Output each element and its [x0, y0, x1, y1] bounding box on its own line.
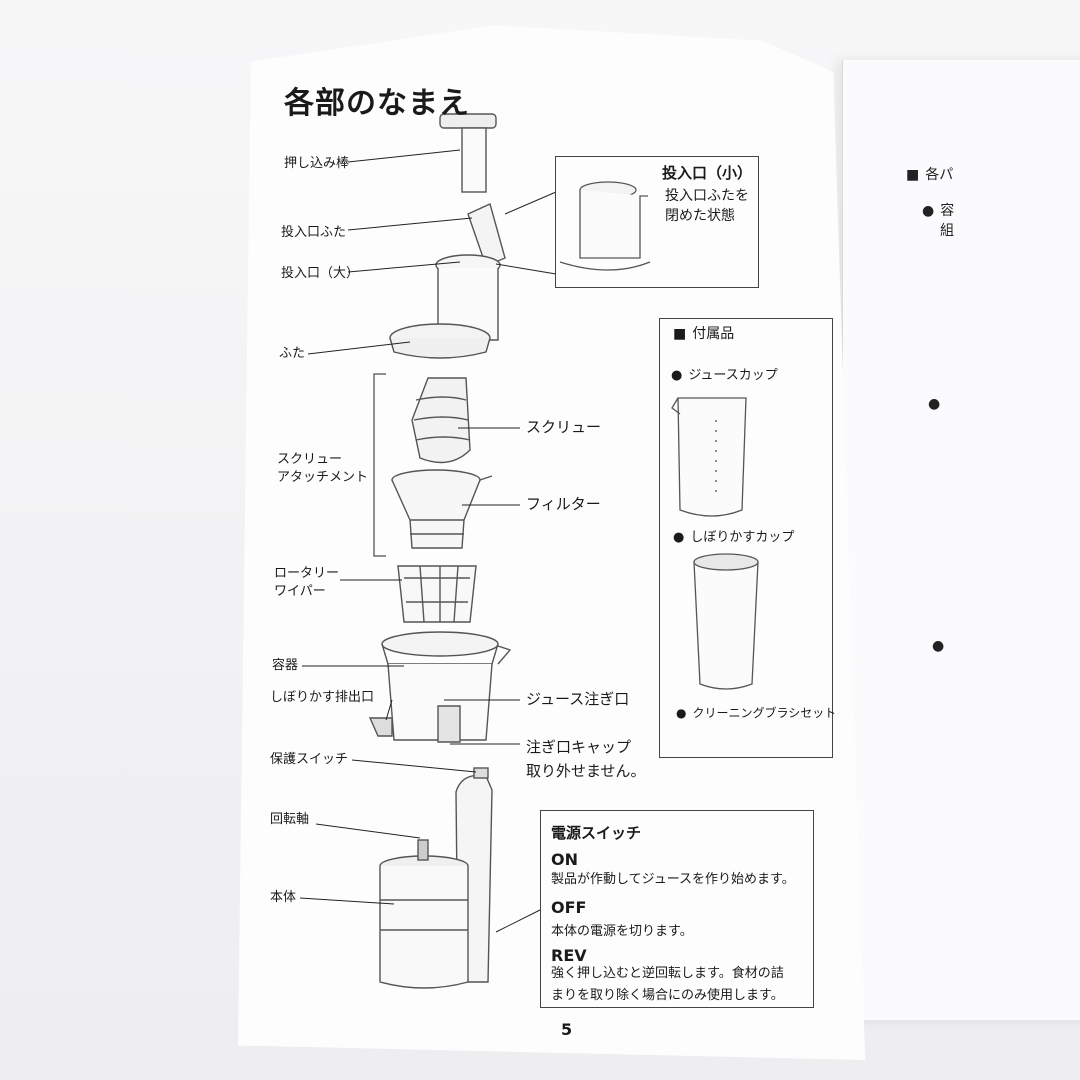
juice-cup-icon — [677, 397, 747, 517]
page-title: 各部のなまえ — [284, 86, 470, 121]
label-screw-attachment-1: スクリュー — [277, 452, 343, 467]
accessory-pulp-cup: しぼりかすカップ — [673, 530, 794, 546]
right-page-heading: 各パ — [906, 164, 953, 184]
small-chute-desc-2: 閉めた状態 — [665, 208, 735, 224]
pulp-outlet-icon — [368, 717, 393, 737]
main-body-icon — [379, 866, 469, 989]
power-rev-desc-2: まりを取り除く場合にのみ使用します。 — [551, 988, 784, 1003]
juice-spout-icon — [437, 705, 461, 743]
label-container: 容器 — [272, 658, 299, 673]
label-large-chute: 投入口（大） — [281, 266, 360, 281]
label-filter: フィルター — [526, 495, 601, 513]
accessories-heading: 付属品 — [673, 326, 734, 343]
label-lid: ふた — [279, 346, 306, 361]
power-off-label: OFF — [551, 898, 587, 917]
small-chute-title: 投入口（小） — [662, 164, 753, 182]
right-page-line: 容 — [922, 200, 954, 220]
label-screw-attachment-2: アタッチメント — [277, 470, 369, 485]
label-rotary-wiper-1: ロータリー — [274, 566, 340, 581]
small-chute-illustration — [559, 181, 651, 271]
label-pulp-outlet: しぼりかす排出口 — [270, 690, 375, 705]
rotary-wiper-icon — [397, 565, 477, 623]
label-rotating-shaft: 回転軸 — [270, 812, 310, 827]
label-pusher: 押し込み棒 — [284, 156, 350, 171]
label-spout-cap-note: 取り外せません。 — [526, 762, 646, 780]
safety-switch-icon — [473, 767, 489, 779]
accessory-cleaning-brush: クリーニングブラシセット — [676, 706, 836, 720]
label-juice-spout: ジュース注ぎ口 — [526, 690, 630, 708]
right-page-line: 組 — [940, 223, 954, 239]
label-safety-switch: 保護スイッチ — [270, 752, 349, 767]
container-icon — [381, 631, 499, 657]
power-switch-heading: 電源スイッチ — [551, 824, 642, 842]
label-spout-cap: 注ぎ口キャップ — [526, 738, 632, 756]
page-number: 5 — [561, 1020, 573, 1039]
label-rotary-wiper-2: ワイパー — [274, 584, 326, 599]
label-screw: スクリュー — [526, 418, 602, 436]
rotating-shaft-icon — [417, 839, 429, 861]
accessories-box — [659, 318, 833, 758]
accessory-juice-cup: ジュースカップ — [671, 368, 777, 384]
power-switch-box — [540, 810, 814, 1008]
power-rev-desc-1: 強く押し込むと逆回転します。食材の詰 — [551, 966, 784, 981]
power-on-label: ON — [551, 850, 578, 869]
chute-lid-icon — [467, 203, 506, 267]
small-chute-box — [555, 156, 759, 288]
right-page-bullet: ● — [928, 396, 941, 412]
right-page — [842, 60, 1080, 1020]
power-rev-label: REV — [551, 946, 587, 965]
power-off-desc: 本体の電源を切ります。 — [551, 924, 693, 939]
pulp-cup-icon — [693, 561, 759, 690]
power-on-desc: 製品が作動してジュースを作り始めます。 — [551, 872, 795, 887]
label-chute-lid: 投入口ふた — [281, 225, 347, 240]
screw-icon — [411, 377, 471, 464]
label-main-body: 本体 — [270, 890, 297, 905]
right-page-bullet: ● — [932, 638, 945, 654]
small-chute-desc-1: 投入口ふたを — [665, 188, 749, 204]
pusher-shaft-icon — [461, 127, 487, 193]
